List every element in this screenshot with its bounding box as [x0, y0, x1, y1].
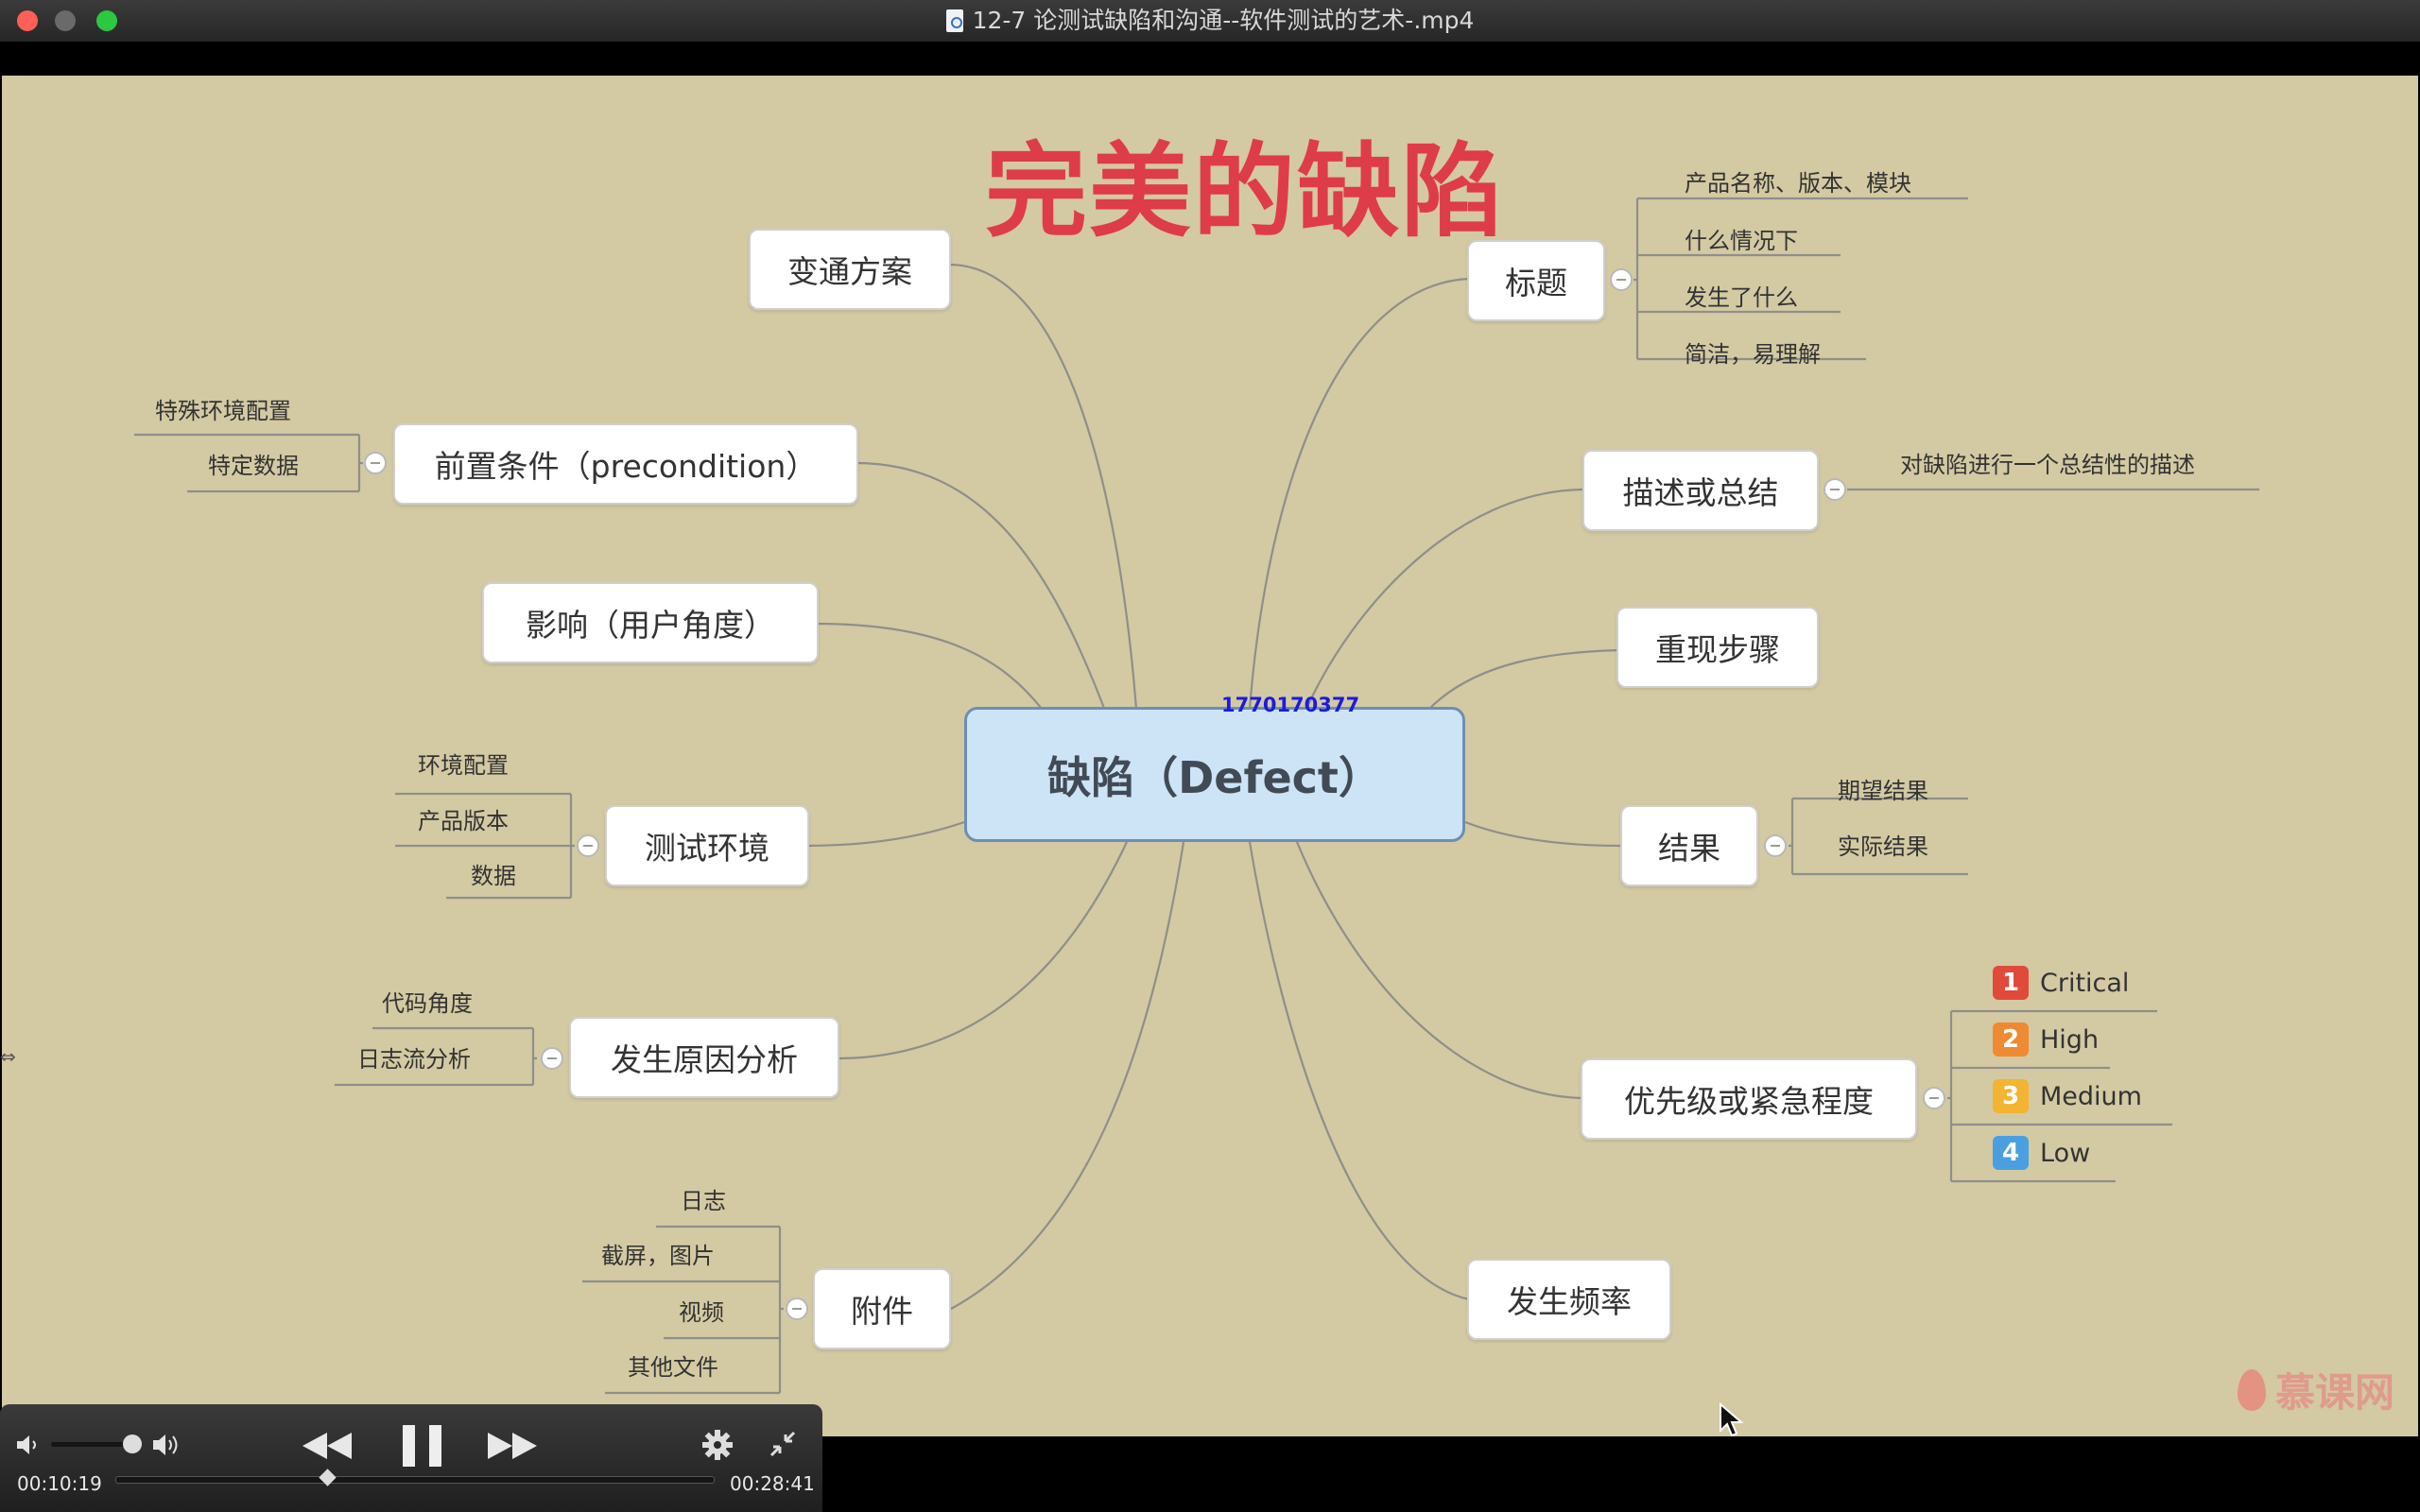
leaf-result-2: 实际结果	[1838, 833, 1928, 860]
mouse-cursor-icon	[1720, 1402, 1743, 1436]
volume-knob[interactable]	[123, 1435, 142, 1453]
priority-2-badge: 2	[1993, 1022, 2029, 1057]
priority-3-label: Medium	[2040, 1081, 2142, 1111]
leaf-cause-2: 日志流分析	[357, 1046, 471, 1073]
node-workaround: 变通方案	[749, 229, 951, 310]
priority-medium: 3 Medium	[1993, 1079, 2142, 1113]
collapse-title-toggle[interactable]	[1610, 268, 1633, 291]
leaf-attachment-4: 其他文件	[628, 1354, 718, 1381]
priority-3-badge: 3	[1993, 1079, 2029, 1113]
collapse-summary-toggle[interactable]	[1824, 478, 1846, 501]
priority-1-badge: 1	[1993, 966, 2029, 1000]
current-time: 00:10:19	[17, 1472, 102, 1495]
fast-forward-icon[interactable]	[486, 1429, 539, 1463]
leaf-test-env-3: 数据	[471, 863, 516, 889]
collapse-test-environment-toggle[interactable]	[577, 834, 599, 857]
leaf-attachment-1: 日志	[681, 1188, 726, 1214]
window-title: 12-7 论测试缺陷和沟通--软件测试的艺术-.mp4	[972, 7, 1475, 34]
resize-arrow-icon: ⇔	[0, 1045, 16, 1068]
leaf-title-4: 简洁，易理解	[1685, 341, 1821, 368]
window-titlebar: 12-7 论测试缺陷和沟通--软件测试的艺术-.mp4	[0, 0, 2420, 42]
flame-icon	[2238, 1368, 2266, 1411]
node-cause-analysis: 发生原因分析	[569, 1017, 839, 1098]
collapse-priority-toggle[interactable]	[1923, 1087, 1945, 1109]
node-precondition: 前置条件（precondition）	[393, 423, 858, 505]
speaker-low-icon[interactable]	[15, 1433, 42, 1457]
priority-1-label: Critical	[2040, 968, 2130, 998]
leaf-summary-1: 对缺陷进行一个总结性的描述	[1900, 452, 2195, 478]
minimize-window-button[interactable]	[55, 10, 76, 31]
close-window-button[interactable]	[17, 10, 38, 31]
leaf-attachment-2: 截屏，图片	[601, 1243, 715, 1269]
leaf-title-3: 发生了什么	[1685, 284, 1798, 311]
node-repro-steps: 重现步骤	[1616, 607, 1819, 688]
node-impact: 影响（用户角度）	[482, 582, 819, 663]
zoom-window-button[interactable]	[96, 10, 117, 31]
leaf-cause-1: 代码角度	[382, 990, 473, 1017]
total-time: 00:28:41	[730, 1472, 815, 1495]
player-controls	[0, 1404, 822, 1512]
leaf-precondition-2: 特定数据	[208, 453, 299, 479]
pause-icon[interactable]	[401, 1423, 444, 1469]
collapse-result-toggle[interactable]	[1764, 834, 1787, 857]
speaker-high-icon[interactable]	[151, 1431, 185, 1459]
leaf-test-env-1: 环境配置	[418, 752, 509, 779]
gear-icon[interactable]	[701, 1429, 734, 1461]
video-file-icon	[945, 9, 963, 32]
center-node: 缺陷（Defect）	[964, 707, 1465, 842]
volume-slider[interactable]	[51, 1442, 138, 1447]
leaf-attachment-3: 视频	[679, 1299, 724, 1326]
node-result: 结果	[1620, 805, 1758, 886]
node-test-environment: 测试环境	[605, 805, 809, 886]
seek-bar[interactable]	[115, 1476, 715, 1484]
mindmap-connectors	[134, 197, 2259, 1395]
priority-4-label: Low	[2040, 1138, 2091, 1168]
brand-name: 慕课网	[2275, 1369, 2395, 1416]
watermark-id: 1770170377	[1221, 694, 1360, 716]
collapse-attachment-toggle[interactable]	[786, 1297, 808, 1320]
priority-low: 4 Low	[1993, 1136, 2090, 1170]
video-frame[interactable]: 完美的缺陷 缺陷（Defect） 1770170377 变通方案 前置条件（pr…	[2, 76, 2418, 1436]
priority-critical: 1 Critical	[1993, 966, 2129, 1000]
leaf-test-env-2: 产品版本	[418, 808, 509, 834]
window-title-container: 12-7 论测试缺陷和沟通--软件测试的艺术-.mp4	[0, 6, 2420, 36]
collapse-precondition-toggle[interactable]	[364, 452, 387, 474]
priority-high: 2 High	[1993, 1022, 2099, 1057]
leaf-result-1: 期望结果	[1838, 778, 1928, 804]
priority-2-label: High	[2040, 1024, 2100, 1055]
brand-logo: 慕课网	[2238, 1361, 2394, 1418]
node-frequency: 发生频率	[1467, 1259, 1671, 1340]
node-priority: 优先级或紧急程度	[1581, 1058, 1917, 1140]
node-title: 标题	[1467, 240, 1605, 321]
node-attachment: 附件	[813, 1268, 951, 1349]
priority-4-badge: 4	[1993, 1136, 2029, 1170]
leaf-title-1: 产品名称、版本、模块	[1685, 170, 1911, 197]
collapse-cause-toggle[interactable]	[541, 1047, 563, 1070]
node-summary: 描述或总结	[1582, 450, 1819, 531]
leaf-title-2: 什么情况下	[1685, 228, 1798, 254]
slide-heading: 完美的缺陷	[985, 132, 1506, 251]
rewind-icon[interactable]	[301, 1429, 354, 1463]
shrink-icon[interactable]	[768, 1429, 798, 1459]
leaf-precondition-1: 特殊环境配置	[155, 398, 291, 424]
